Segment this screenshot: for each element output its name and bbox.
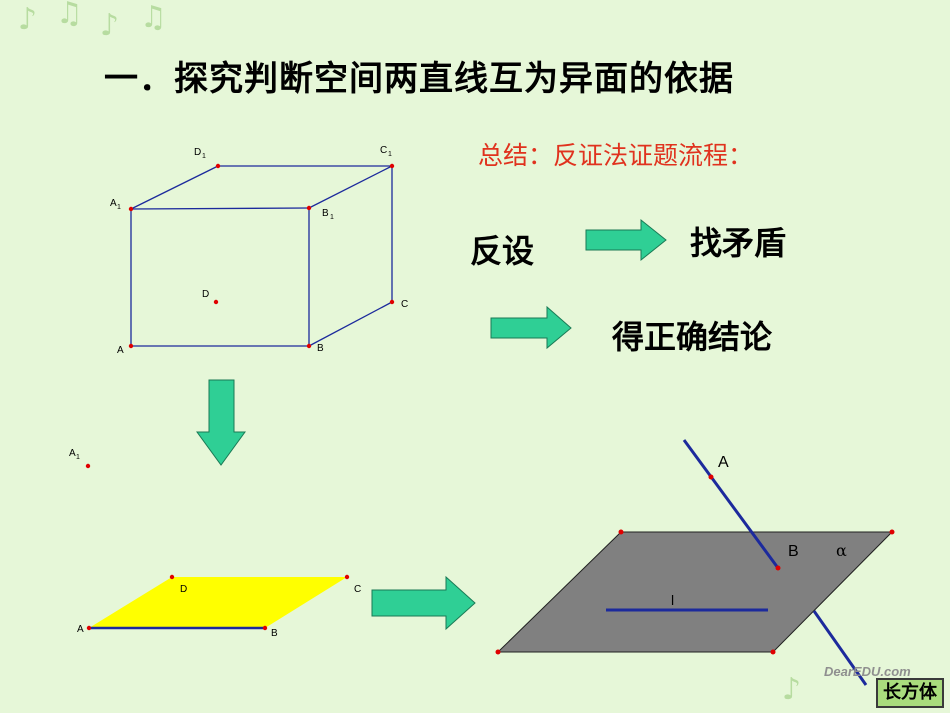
- flow-step-conclusion: 得正确结论: [612, 318, 773, 356]
- music-note-icon: ♫: [140, 0, 167, 35]
- arrow-right-icon: [585, 218, 667, 262]
- plane-label-b: B: [788, 543, 799, 560]
- label-d: D: [202, 289, 209, 300]
- flow-step-assume: 反设: [470, 232, 535, 270]
- summary-heading: 总结：反证法证题流程：: [478, 141, 754, 170]
- label-c1-sub: 1: [388, 151, 392, 158]
- music-note-icon: ♫: [56, 0, 83, 31]
- para-label-d: D: [180, 584, 187, 595]
- label-a1: A: [110, 198, 117, 209]
- arrow-down-icon: [196, 379, 246, 466]
- label-d1: D: [194, 147, 201, 158]
- label-c1: C: [380, 145, 387, 156]
- label-b: B: [317, 343, 324, 354]
- label-a1-sub: 1: [117, 204, 121, 211]
- point-a1: [85, 463, 91, 469]
- plane-label-alpha: α: [836, 541, 847, 560]
- arrow-right-icon: [371, 575, 476, 631]
- label-c: C: [401, 299, 408, 310]
- para-label-a1-sub: 1: [76, 454, 80, 461]
- plane-label-l: l: [671, 592, 674, 608]
- cuboid-labels: D 1 C 1 A 1 B 1 D C A B: [110, 145, 408, 356]
- para-label-a: A: [77, 624, 84, 635]
- music-note-icon: ♪: [100, 8, 120, 43]
- label-d1-sub: 1: [202, 153, 206, 160]
- arrow-right-icon: [490, 305, 572, 350]
- cuboid-vertices: [128, 163, 395, 349]
- plane-label-a: A: [718, 454, 729, 471]
- slide-title: 一．探究判断空间两直线互为异面的依据: [104, 59, 734, 99]
- music-note-icon: ♪: [782, 672, 802, 707]
- parallelogram-figure: A B C D: [77, 574, 361, 639]
- plane-figure: A B l α: [495, 439, 895, 686]
- label-b1: B: [322, 208, 329, 219]
- label-b1-sub: 1: [330, 214, 334, 221]
- music-note-icon: ♪: [18, 2, 38, 37]
- cuboid-button[interactable]: 长方体: [876, 678, 944, 708]
- para-label-c: C: [354, 584, 361, 595]
- para-label-a1: A: [69, 448, 76, 459]
- flow-step-contradiction: 找矛盾: [690, 224, 787, 262]
- watermark: DearEDU.com: [824, 664, 911, 679]
- para-label-b: B: [271, 628, 278, 639]
- label-a: A: [117, 345, 124, 356]
- cuboid-figure: [130, 165, 393, 347]
